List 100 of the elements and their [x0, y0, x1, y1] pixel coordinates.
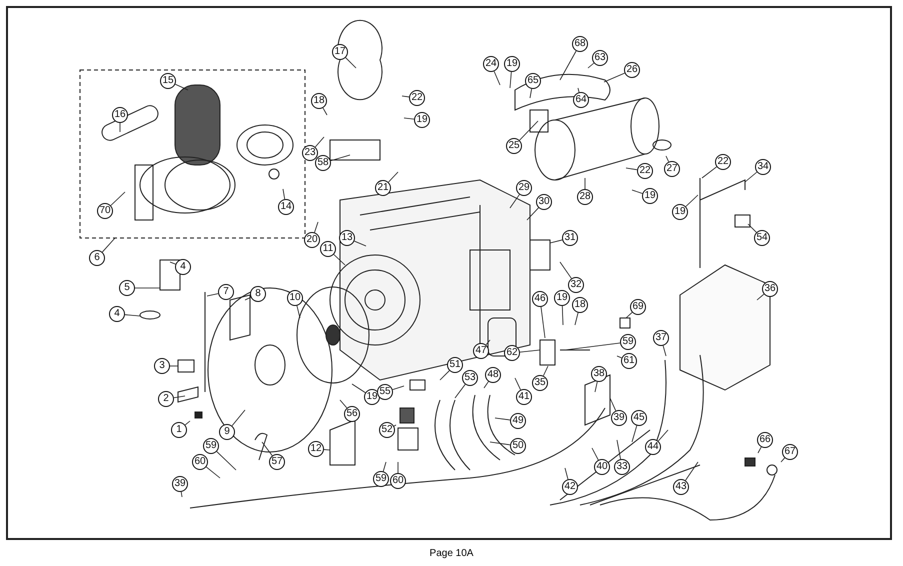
- callout-number: 39: [611, 410, 627, 426]
- leader-line: [540, 306, 546, 338]
- callout-number: 67: [782, 444, 798, 460]
- callout-number: 15: [160, 73, 176, 89]
- callout-number: 27: [664, 161, 680, 177]
- callout-number: 52: [379, 422, 395, 438]
- callout-number: 37: [653, 330, 669, 346]
- callout-number: 48: [485, 367, 501, 383]
- leader-line: [170, 262, 176, 265]
- callout-number: 50: [510, 438, 526, 454]
- leader-line: [282, 188, 286, 200]
- leader-line: [530, 88, 532, 98]
- callout-number: 45: [631, 410, 647, 426]
- callout-number: 59: [203, 438, 219, 454]
- leader-line: [626, 312, 632, 318]
- callout-number: 12: [308, 441, 324, 457]
- leader-line: [296, 305, 300, 318]
- callout-number: 65: [525, 73, 541, 89]
- leader-line: [402, 96, 410, 98]
- callout-number: 31: [562, 230, 578, 246]
- callout-number: 10: [287, 290, 303, 306]
- leader-line: [510, 72, 512, 88]
- callout-number: 26: [624, 62, 640, 78]
- leader-line: [102, 238, 116, 252]
- leader-line: [345, 57, 356, 68]
- callout-number: 56: [344, 406, 360, 422]
- leader-line: [526, 207, 539, 220]
- callout-number: 63: [592, 50, 608, 66]
- callout-number: 30: [536, 194, 552, 210]
- callout-number: 7: [218, 284, 234, 300]
- callout-number: 29: [516, 180, 532, 196]
- leader-line: [584, 178, 586, 190]
- leader-line: [184, 420, 190, 426]
- leader-line: [748, 224, 757, 233]
- leader-line: [352, 384, 366, 394]
- callout-number: 19: [554, 290, 570, 306]
- callout-number: 4: [109, 306, 125, 322]
- leader-line: [780, 458, 786, 462]
- leader-line: [494, 418, 510, 420]
- callout-number: 53: [462, 370, 478, 386]
- leader-line: [685, 462, 698, 481]
- leader-line: [322, 108, 328, 116]
- callout-number: 43: [673, 479, 689, 495]
- callout-number: 4: [175, 259, 191, 275]
- callout-number: 5: [119, 280, 135, 296]
- leader-line: [486, 340, 490, 346]
- leader-line: [592, 448, 599, 460]
- leader-line: [216, 451, 236, 470]
- leader-line: [756, 294, 764, 300]
- leader-line: [484, 381, 489, 388]
- callout-number: 62: [504, 345, 520, 361]
- callout-number: 19: [642, 188, 658, 204]
- leader-line: [616, 440, 621, 460]
- leader-line: [174, 396, 186, 398]
- leader-line: [685, 194, 698, 207]
- leader-line: [702, 166, 718, 178]
- callout-number: 49: [510, 413, 526, 429]
- leader-line: [744, 172, 758, 182]
- leader-line: [314, 222, 318, 233]
- callout-number: 19: [504, 56, 520, 72]
- callout-number: 20: [304, 232, 320, 248]
- callout-number: 57: [269, 454, 285, 470]
- callout-number: 34: [755, 159, 771, 175]
- callout-number: 69: [630, 299, 646, 315]
- leader-line: [604, 72, 626, 82]
- leader-line: [392, 386, 404, 390]
- callout-number: 16: [112, 107, 128, 123]
- callout-number: 36: [762, 281, 778, 297]
- callout-number: 17: [332, 44, 348, 60]
- callout-number: 22: [715, 154, 731, 170]
- callout-number: 59: [620, 334, 636, 350]
- callout-number: 60: [390, 473, 406, 489]
- leader-line: [514, 378, 521, 390]
- callout-number: 64: [573, 92, 589, 108]
- callout-number: 61: [621, 353, 637, 369]
- leader-line: [124, 314, 140, 316]
- leader-line: [490, 442, 510, 446]
- callout-number: 59: [373, 471, 389, 487]
- callout-number: 19: [364, 389, 380, 405]
- leader-line: [666, 156, 670, 162]
- callout-number: 11: [320, 241, 336, 257]
- leader-line: [394, 424, 396, 427]
- leader-line: [550, 240, 563, 244]
- callout-number: 3: [154, 358, 170, 374]
- callout-number: 55: [377, 384, 393, 400]
- callout-number: 23: [302, 145, 318, 161]
- callout-number: 58: [315, 155, 331, 171]
- leader-line: [354, 240, 366, 246]
- leader-line: [662, 345, 666, 356]
- leader-line: [180, 492, 182, 498]
- leader-line: [324, 449, 330, 450]
- callout-number: 33: [614, 459, 630, 475]
- callout-number: 68: [572, 36, 588, 52]
- leader-line: [206, 293, 219, 296]
- callout-number: 14: [278, 199, 294, 215]
- callout-number: 19: [672, 204, 688, 220]
- leader-line: [564, 468, 568, 480]
- leader-line: [232, 410, 246, 426]
- leader-line: [588, 62, 594, 68]
- callout-number: 2: [158, 391, 174, 407]
